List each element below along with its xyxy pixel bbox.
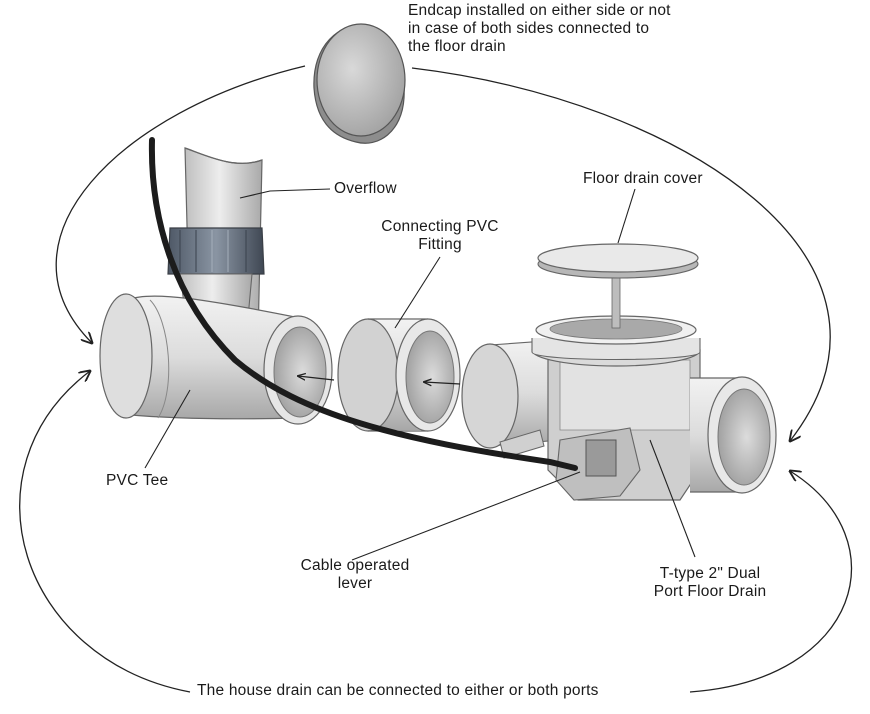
cable-lever-label-line-2: lever (337, 575, 373, 592)
endcap-arrows (55, 65, 831, 441)
cable-shape (148, 137, 578, 471)
leader-lines (144, 188, 696, 561)
cable-lever-label-line-1: Cable operated (300, 557, 410, 574)
floor-drain-cover-label: Floor drain cover (583, 170, 703, 187)
floor-drain-label-line-2: Port Floor Drain (653, 583, 767, 600)
endcap-label-line-3: the floor drain (408, 38, 506, 55)
floor-drain-shape (461, 271, 777, 501)
connecting-fitting-label-line-1: Connecting PVC (381, 218, 499, 235)
pvc-tee-shape (99, 293, 333, 425)
endcap-label-line-2: in case of both sides connected to (408, 20, 650, 37)
house-drain-label: The house drain can be connected to eith… (197, 682, 599, 699)
overflow-label: Overflow (334, 180, 397, 197)
cable-lever-label: Cable operated lever (280, 557, 430, 593)
house-drain-arrows (19, 371, 853, 693)
endcap-shape (313, 23, 406, 144)
connecting-fitting-label: Connecting PVC Fitting (365, 218, 515, 254)
floor-drain-label-line-1: T-type 2" Dual (659, 565, 761, 582)
pvc-tee-label: PVC Tee (106, 472, 169, 489)
connecting-fitting-label-line-2: Fitting (418, 236, 462, 253)
floor-drain-label: T-type 2" Dual Port Floor Drain (625, 565, 795, 601)
endcap-label: Endcap installed on either side or not i… (408, 2, 671, 56)
endcap-label-line-1: Endcap installed on either side or not (408, 2, 671, 19)
connecting-fitting-shape (337, 318, 461, 432)
insertion-arrows (298, 376, 461, 384)
drain-cover-shape (537, 243, 699, 279)
